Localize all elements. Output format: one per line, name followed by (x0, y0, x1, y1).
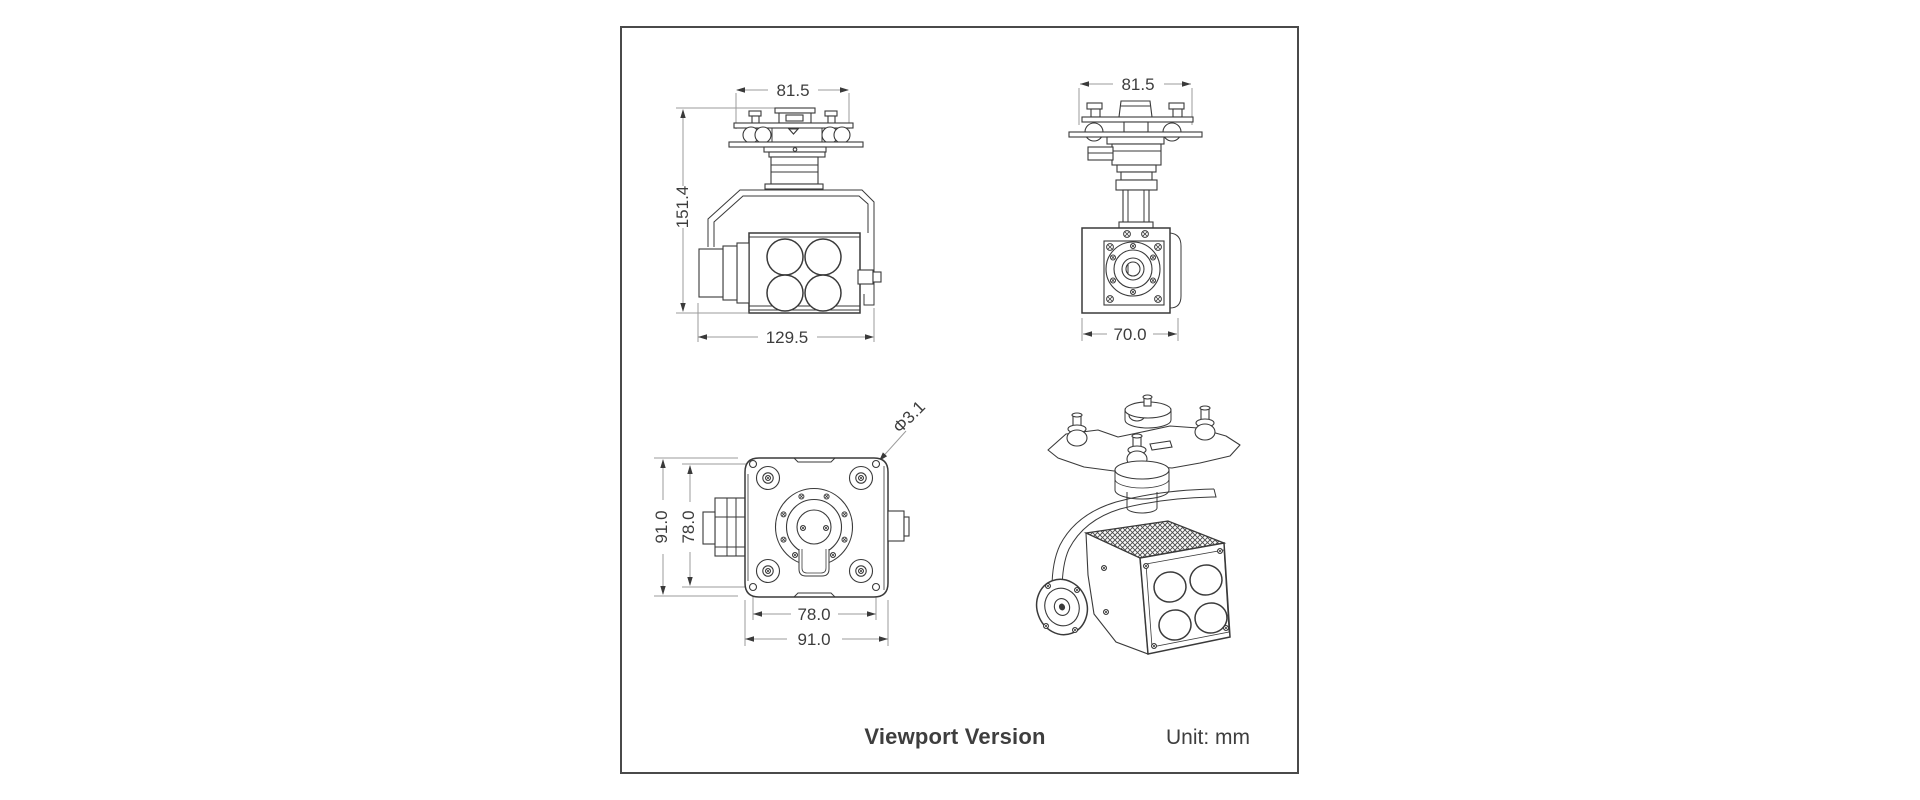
roll-motor (1035, 578, 1089, 636)
bottom-width-inner-dim-label: 78.0 (797, 605, 830, 624)
damper-mounts (755, 465, 874, 584)
front-view: 81.5 151.4 129.5 (673, 81, 882, 347)
bottom-width-outer-dim-label: 91.0 (797, 630, 830, 649)
side-width-bottom-dim-label: 70.0 (1113, 325, 1146, 344)
front-height-dim-label: 151.4 (673, 186, 692, 229)
iso-dampers (1066, 405, 1216, 468)
side-width-top-dim-label: 81.5 (1121, 75, 1154, 94)
unit-label: Unit: mm (1166, 726, 1250, 749)
bottom-height-outer-dim-label: 91.0 (652, 510, 671, 543)
front-width-bottom-dim-label: 129.5 (766, 328, 809, 347)
version-label: Viewport Version (864, 724, 1046, 749)
bottom-view: 91.0 78.0 78.0 91.0 Φ3.1 (652, 397, 929, 649)
front-width-top-dim-label: 81.5 (776, 81, 809, 100)
side-view: 81.5 70.0 (1068, 75, 1203, 344)
technical-drawing-canvas: 81.5 151.4 129.5 (652, 75, 1241, 655)
bottom-hole-diameter-label: Φ3.1 (889, 397, 929, 437)
drawing-panel: 81.5 151.4 129.5 (620, 26, 1299, 774)
bottom-height-inner-dim-label: 78.0 (679, 510, 698, 543)
isometric-view (1035, 394, 1241, 655)
